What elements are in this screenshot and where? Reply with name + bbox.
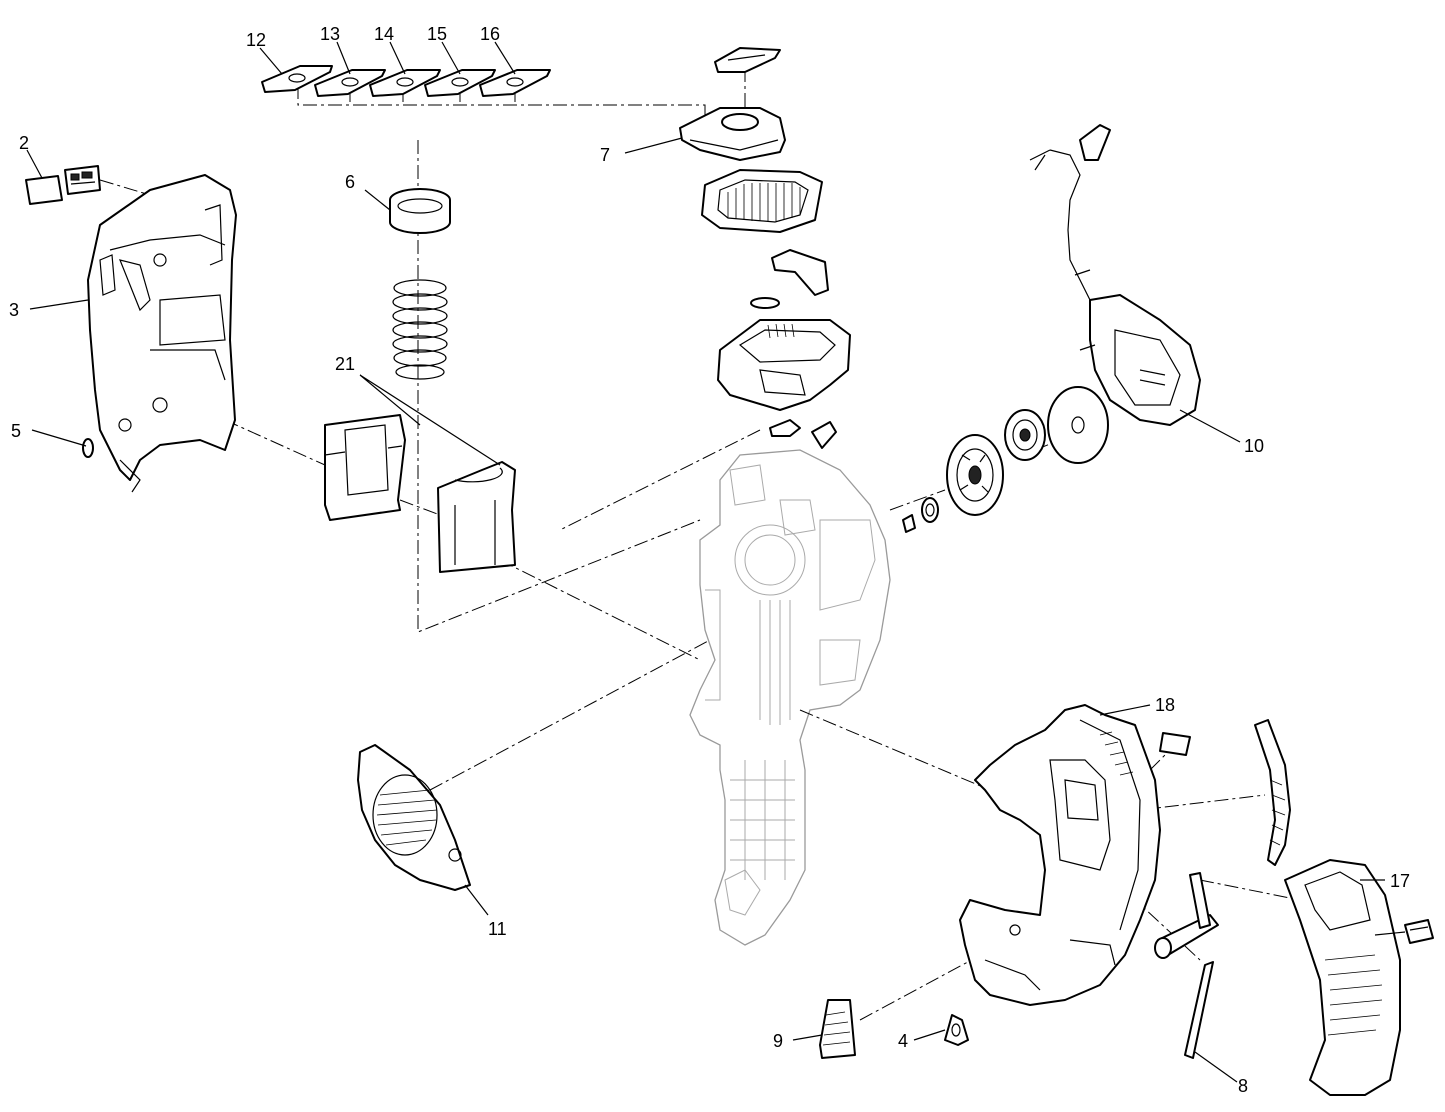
small-tag-17 bbox=[1404, 919, 1434, 944]
part-3-side-cover bbox=[87, 174, 237, 493]
part-10-starter bbox=[1029, 124, 1201, 426]
callout-9: 9 bbox=[773, 1031, 783, 1051]
starter-disc bbox=[1047, 386, 1109, 464]
starter-rotor bbox=[946, 434, 1004, 516]
callout-numbers: 2 3 5 6 7 10 12 13 14 15 16 21 11 18 17 … bbox=[9, 24, 1410, 1096]
callout-6: 6 bbox=[345, 172, 355, 192]
air-filter bbox=[701, 169, 823, 233]
engine-housing-ghost bbox=[689, 449, 891, 946]
small-clips bbox=[769, 419, 837, 449]
part-9-card bbox=[819, 999, 856, 1059]
spring bbox=[392, 279, 448, 380]
callout-11: 11 bbox=[488, 919, 507, 939]
leader-lines bbox=[26, 41, 1406, 1083]
callout-18: 18 bbox=[1155, 695, 1175, 715]
starter-pulley bbox=[1004, 409, 1046, 461]
part-11-fan-cover bbox=[357, 744, 471, 891]
callout-2: 2 bbox=[19, 133, 29, 153]
parts-12-16-labels bbox=[261, 47, 781, 97]
callout-5: 5 bbox=[11, 421, 21, 441]
part-5-ring bbox=[82, 438, 94, 458]
part-4-gasket bbox=[944, 1014, 969, 1046]
handle-bolt bbox=[1154, 872, 1219, 959]
label-12 bbox=[261, 65, 333, 93]
part-6-collar bbox=[389, 188, 451, 234]
carb-box bbox=[717, 319, 851, 411]
callout-12: 12 bbox=[246, 30, 266, 50]
part-2-labels bbox=[25, 165, 101, 205]
callout-8: 8 bbox=[1238, 1076, 1248, 1096]
strap-piece bbox=[1254, 719, 1291, 866]
callout-17: 17 bbox=[1390, 871, 1410, 891]
label-14 bbox=[369, 69, 441, 97]
callout-7: 7 bbox=[600, 145, 610, 165]
washer-parts bbox=[902, 497, 939, 533]
label-15 bbox=[424, 69, 496, 97]
part-7-filter-cover bbox=[679, 107, 786, 161]
label-top bbox=[714, 47, 781, 73]
small-label-18 bbox=[1159, 732, 1191, 756]
callout-13: 13 bbox=[320, 24, 340, 44]
callout-3: 3 bbox=[9, 300, 19, 320]
callout-4: 4 bbox=[898, 1031, 908, 1051]
label-16 bbox=[479, 69, 551, 97]
callout-15: 15 bbox=[427, 24, 447, 44]
part-8-strip bbox=[1184, 961, 1214, 1059]
intake-duct bbox=[750, 249, 829, 309]
label-13 bbox=[314, 69, 386, 97]
part-17-back-pad bbox=[1284, 859, 1401, 1096]
part-21-shells bbox=[324, 414, 516, 573]
callout-21: 21 bbox=[335, 354, 355, 374]
callout-10: 10 bbox=[1244, 436, 1264, 456]
part-18-shell bbox=[959, 704, 1161, 1006]
callout-14: 14 bbox=[374, 24, 394, 44]
callout-16: 16 bbox=[480, 24, 500, 44]
assembly-lines bbox=[99, 68, 1301, 1021]
